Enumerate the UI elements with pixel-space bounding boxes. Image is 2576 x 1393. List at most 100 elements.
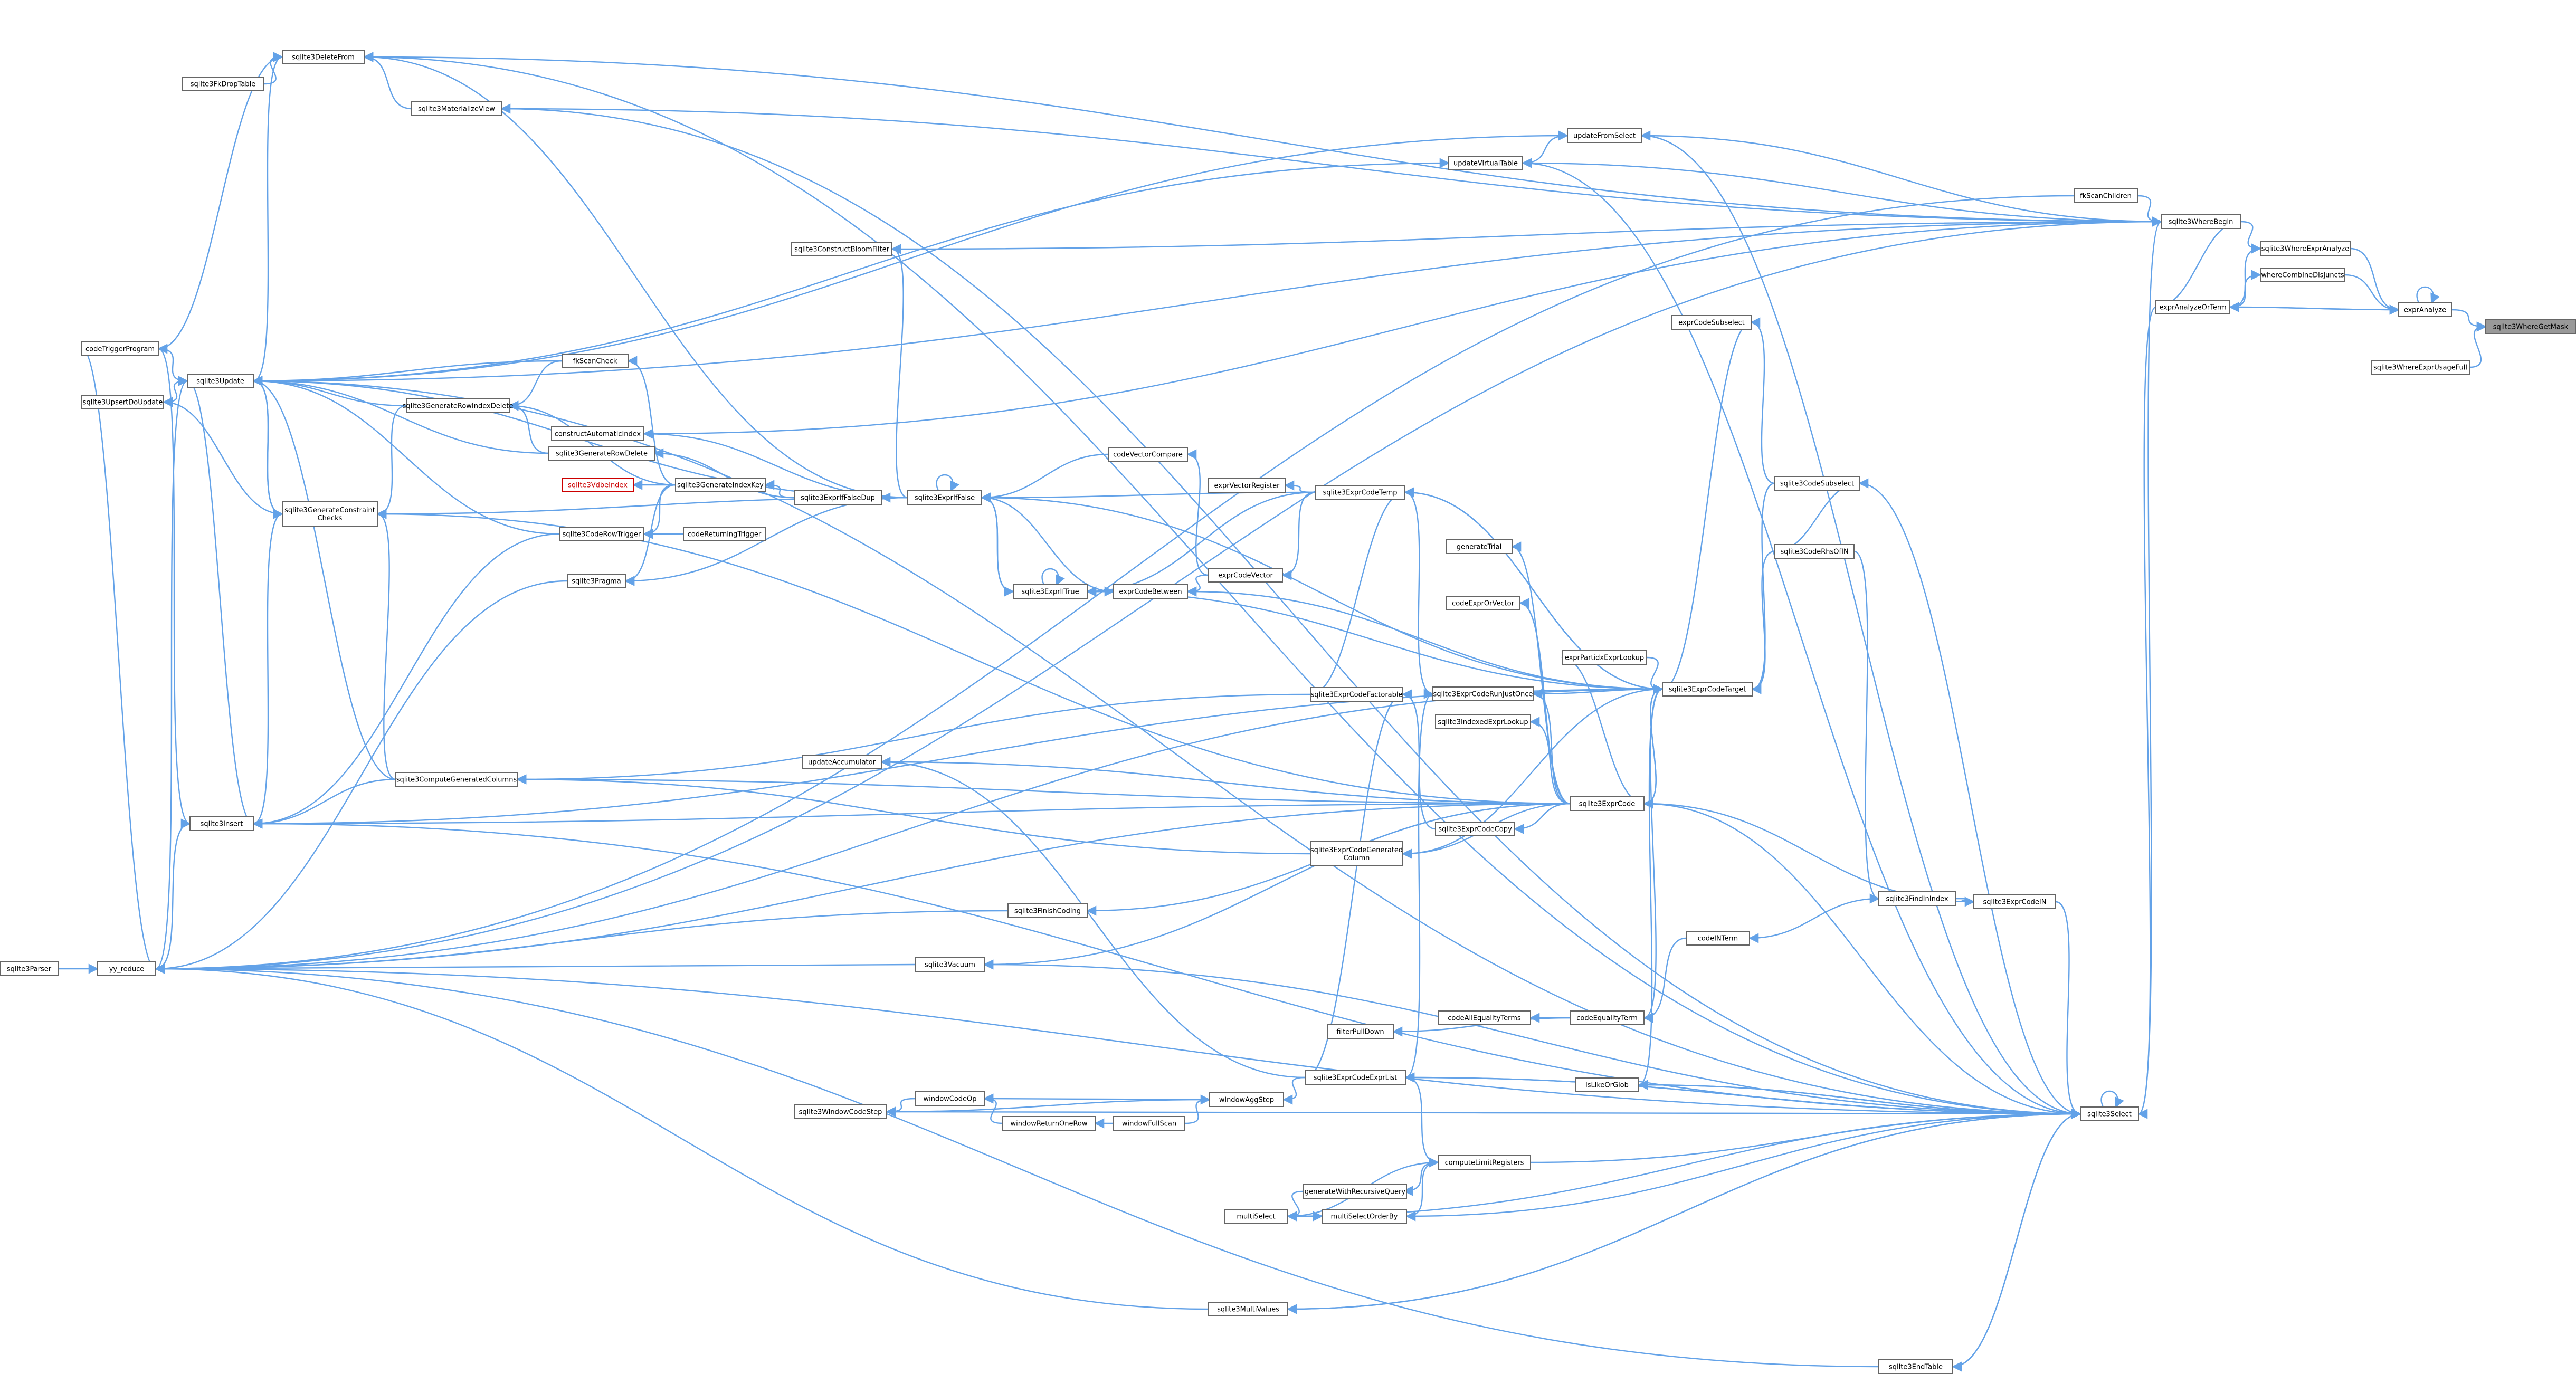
graph-node-sqlite3generaterowindexdelete[interactable]: sqlite3GenerateRowIndexDelete	[403, 398, 514, 413]
edge-n53-n36	[516, 693, 1311, 785]
graph-node-sqlite3expriftrue[interactable]: sqlite3ExprIfTrue	[1013, 584, 1088, 599]
graph-node-generatetrial[interactable]: generateTrial	[1446, 539, 1513, 554]
graph-node-fkscancheck[interactable]: fkScanCheck	[562, 354, 629, 368]
edge-n8-n22	[155, 963, 2081, 1115]
node-label: sqlite3GenerateRowDelete	[556, 450, 648, 458]
edge-n35-n22	[155, 580, 568, 974]
graph-node-filterpulldown[interactable]: filterPullDown	[1327, 1024, 1394, 1039]
graph-node-sqlite3exprcodecopy[interactable]: sqlite3ExprCodeCopy	[1435, 822, 1515, 836]
graph-node-updatefromselect[interactable]: updateFromSelect	[1567, 128, 1642, 143]
node-box	[1113, 1116, 1185, 1131]
node-label: sqlite3MultiValues	[1217, 1306, 1279, 1314]
graph-node-exprcodevector[interactable]: exprCodeVector	[1208, 568, 1283, 583]
graph-node-sqlite3finishcoding[interactable]: sqlite3FinishCoding	[1007, 903, 1088, 918]
graph-node-sqlite3codesubselect[interactable]: sqlite3CodeSubselect	[1774, 476, 1860, 491]
graph-node-windowcodeop[interactable]: windowCodeOp	[915, 1091, 985, 1106]
graph-node-sqlite3vdbeindex[interactable]: sqlite3VdbeIndex	[562, 478, 634, 492]
node-box	[1303, 1184, 1407, 1199]
graph-node-sqlite3exprcode[interactable]: sqlite3ExprCode	[1570, 796, 1645, 811]
graph-node-sqlite3whereexpranalyze[interactable]: sqlite3WhereExprAnalyze	[2260, 241, 2351, 256]
node-label: exprVectorRegister	[1214, 482, 1280, 490]
graph-node-yy_reduce[interactable]: yy_reduce	[97, 961, 156, 976]
graph-node-sqlite3generateindexkey[interactable]: sqlite3GenerateIndexKey	[675, 478, 766, 492]
graph-node-expranalyzeorterm[interactable]: exprAnalyzeOrTerm	[2155, 300, 2230, 314]
graph-node-updateaccumulator[interactable]: updateAccumulator	[802, 755, 882, 769]
graph-node-codeinterm[interactable]: codeINTerm	[1686, 931, 1750, 946]
graph-node-sqlite3generaterowdelete[interactable]: sqlite3GenerateRowDelete	[548, 446, 655, 461]
graph-node-codeexprorvector[interactable]: codeExprOrVector	[1446, 596, 1520, 610]
graph-node-sqlite3coderhsofin[interactable]: sqlite3CodeRhsOfIN	[1774, 544, 1855, 559]
graph-node-sqlite3parser[interactable]: sqlite3Parser	[0, 961, 59, 976]
graph-node-wherecombinedisjuncts[interactable]: whereCombineDisjuncts	[2260, 268, 2345, 282]
graph-node-sqlite3exprcodetemp[interactable]: sqlite3ExprCodeTemp	[1315, 485, 1405, 500]
edge-n7-n6	[2155, 221, 2241, 312]
graph-node-sqlite3endtable[interactable]: sqlite3EndTable	[1878, 1359, 1953, 1374]
graph-node-sqlite3exprcoderunjustonce[interactable]: sqlite3ExprCodeRunJustOnce	[1432, 686, 1534, 701]
graph-node-exprcodebetween[interactable]: exprCodeBetween	[1113, 584, 1188, 599]
graph-node-sqlite3upsertdoupdate[interactable]: sqlite3UpsertDoUpdate	[81, 395, 164, 409]
graph-node-codevectorcompare[interactable]: codeVectorCompare	[1108, 447, 1188, 462]
graph-node-codeallequalityterms[interactable]: codeAllEqualityTerms	[1438, 1010, 1531, 1025]
graph-node-sqlite3select[interactable]: sqlite3Select	[2080, 1106, 2139, 1121]
graph-node-sqlite3whereexprusagefull[interactable]: sqlite3WhereExprUsageFull	[2371, 360, 2470, 375]
graph-node-sqlite3pragma[interactable]: sqlite3Pragma	[567, 574, 626, 588]
graph-node-sqlite3constructbloomfilter[interactable]: sqlite3ConstructBloomFilter	[791, 242, 892, 256]
graph-node-exprcodesubselect[interactable]: exprCodeSubselect	[1671, 315, 1752, 330]
graph-node-windowfullscan[interactable]: windowFullScan	[1113, 1116, 1185, 1131]
edge-n22-n21	[155, 818, 191, 970]
graph-node-islikeorglob[interactable]: isLikeOrGlob	[1575, 1077, 1639, 1092]
node-label: sqlite3CodeSubselect	[1780, 480, 1854, 488]
graph-node-codetriggerprogram[interactable]: codeTriggerProgram	[81, 341, 159, 356]
graph-node-windowreturnonerow[interactable]: windowReturnOneRow	[1002, 1116, 1096, 1131]
graph-node-generatewithrecursivequery[interactable]: generateWithRecursiveQuery	[1303, 1184, 1407, 1199]
graph-node-sqlite3insert[interactable]: sqlite3Insert	[189, 816, 254, 831]
graph-node-sqlite3findinindex[interactable]: sqlite3FindInIndex	[1878, 891, 1956, 906]
graph-node-sqlite3expriffalse[interactable]: sqlite3ExprIfFalse	[907, 490, 982, 505]
graph-node-sqlite3exprcodefactorable[interactable]: sqlite3ExprCodeFactorable	[1310, 687, 1403, 702]
graph-node-sqlite3computegeneratedcolumns[interactable]: sqlite3ComputeGeneratedColumns	[395, 772, 518, 787]
graph-node-sqlite3exprcodeexprlist[interactable]: sqlite3ExprCodeExprList	[1305, 1070, 1406, 1085]
graph-node-multiselectorderby[interactable]: multiSelectOrderBy	[1322, 1209, 1407, 1224]
graph-node-sqlite3vacuum[interactable]: sqlite3Vacuum	[915, 957, 985, 972]
graph-node-sqlite3exprcodein[interactable]: sqlite3ExprCodeIN	[1973, 894, 2056, 909]
graph-node-sqlite3fkdroptable[interactable]: sqlite3FkDropTable	[182, 77, 264, 91]
node-box	[1878, 891, 1956, 906]
graph-node-sqlite3expriffalsedup[interactable]: sqlite3ExprIfFalseDup	[794, 490, 882, 505]
graph-node-sqlite3windowcodestep[interactable]: sqlite3WindowCodeStep	[794, 1104, 887, 1119]
graph-node-codereturningtrigger[interactable]: codeReturningTrigger	[683, 527, 766, 541]
graph-node-updatevirtualtable[interactable]: updateVirtualTable	[1448, 156, 1523, 170]
graph-node-sqlite3multivalues[interactable]: sqlite3MultiValues	[1208, 1302, 1288, 1316]
graph-node-constructautomaticindex[interactable]: constructAutomaticIndex	[551, 426, 644, 441]
edge-n32-n14	[252, 360, 563, 386]
graph-node-sqlite3update[interactable]: sqlite3Update	[187, 374, 254, 388]
edge-n39-n36	[516, 774, 1571, 805]
graph-node-exprvectorregister[interactable]: exprVectorRegister	[1208, 478, 1286, 493]
node-box	[395, 772, 518, 787]
node-label: sqlite3FinishCoding	[1014, 908, 1081, 915]
edge-n53-n65	[1304, 693, 1403, 1083]
graph-node-codeequalityterm[interactable]: codeEqualityTerm	[1570, 1010, 1645, 1025]
edge-n13-n7	[1522, 162, 2162, 227]
node-box	[1002, 1116, 1096, 1131]
graph-node-sqlite3materializeview[interactable]: sqlite3MaterializeView	[411, 101, 502, 116]
graph-node-computelimitregisters[interactable]: computeLimitRegisters	[1438, 1155, 1531, 1170]
graph-node-exprpartidxexprlookup[interactable]: exprPartidxExprLookup	[1562, 650, 1647, 665]
graph-node-sqlite3indexedexprlookup[interactable]: sqlite3IndexedExprLookup	[1435, 714, 1531, 729]
node-box	[2161, 214, 2241, 229]
edge-n8-n75	[1287, 1113, 2081, 1314]
edge-n17-n7	[501, 108, 2162, 227]
graph-node-fkscanchildren[interactable]: fkScanChildren	[2074, 188, 2138, 203]
graph-node-sqlite3wherebegin[interactable]: sqlite3WhereBegin	[2161, 214, 2241, 229]
graph-node-sqlite3coderowtrigger[interactable]: sqlite3CodeRowTrigger	[559, 527, 644, 541]
graph-node-sqlite3wheregetmask[interactable]: sqlite3WhereGetMask	[2485, 319, 2576, 334]
graph-node-sqlite3deletefrom[interactable]: sqlite3DeleteFrom	[282, 50, 365, 64]
node-box	[97, 961, 156, 976]
graph-node-expranalyze[interactable]: exprAnalyze	[2398, 302, 2452, 317]
node-label: constructAutomaticIndex	[555, 431, 641, 438]
graph-node-multiselect[interactable]: multiSelect	[1224, 1209, 1288, 1224]
graph-node-windowaggstep[interactable]: windowAggStep	[1209, 1092, 1284, 1107]
node-label: multiSelectOrderBy	[1331, 1213, 1398, 1221]
graph-node-sqlite3exprcodetarget[interactable]: sqlite3ExprCodeTarget	[1662, 682, 1753, 697]
